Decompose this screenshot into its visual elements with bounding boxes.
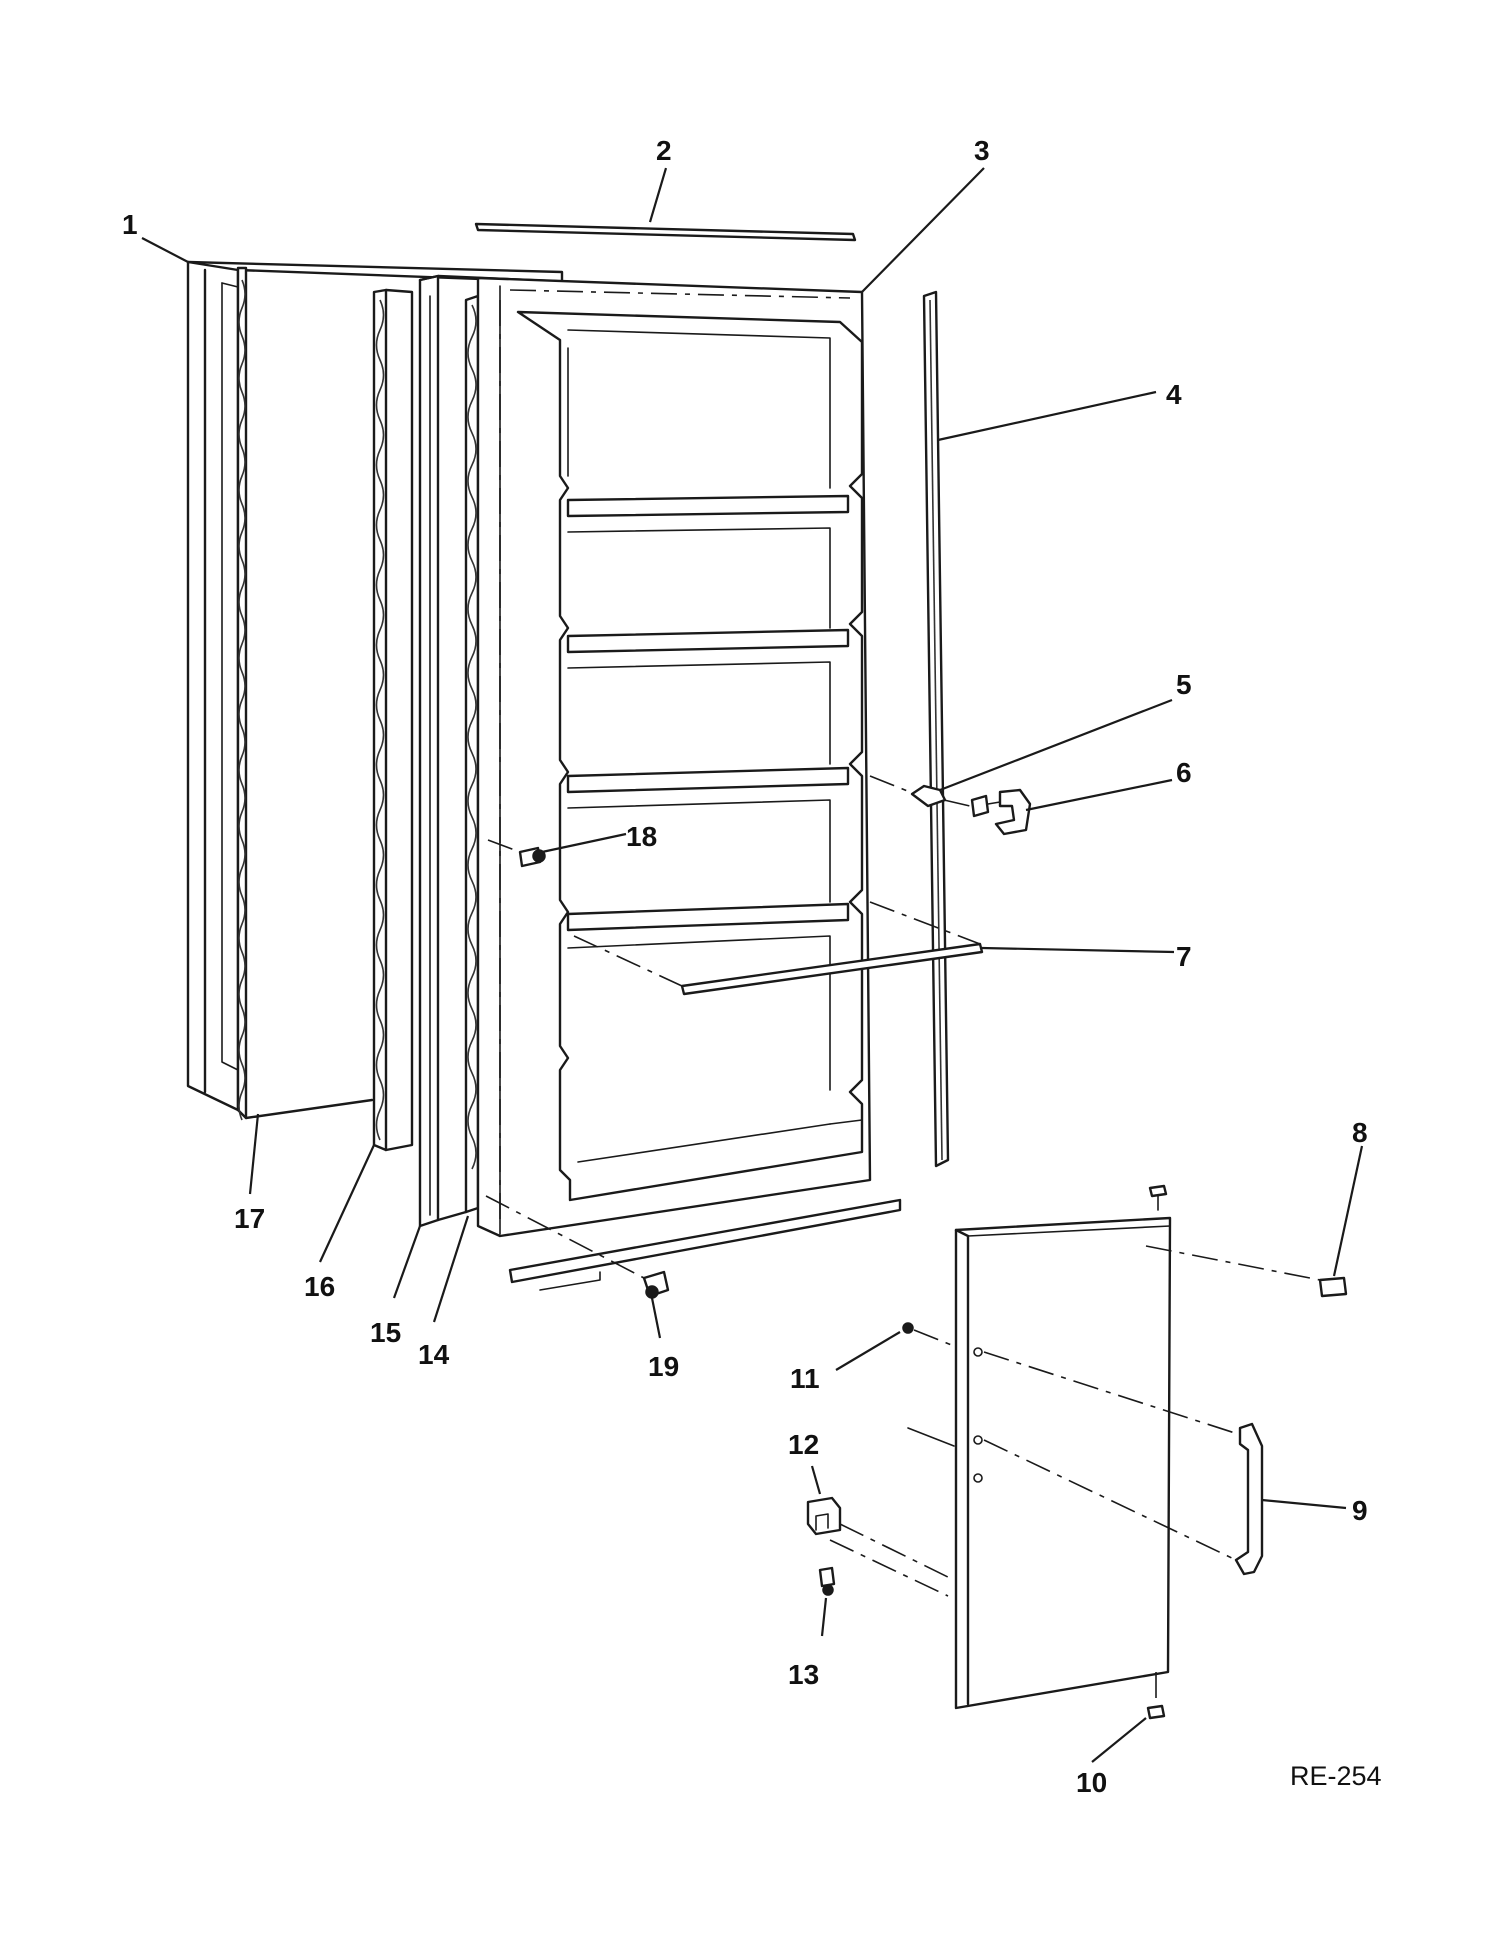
outer-door-panel [954,1216,1172,1710]
callout-13: 13 [788,1659,819,1690]
callout-16: 16 [304,1271,335,1302]
callout-labels: 1 2 3 4 5 6 7 8 9 10 11 12 13 14 15 16 1… [122,135,1368,1798]
part-12-bracket [806,1496,842,1536]
callout-14: 14 [418,1339,450,1370]
callout-12: 12 [788,1429,819,1460]
part-16-insulation-strip [372,288,414,1152]
callout-9: 9 [1352,1495,1368,1526]
bottom-trim [508,1198,902,1291]
callout-17: 17 [234,1203,265,1234]
part-14-inner-gasket [464,294,480,1214]
callout-4: 4 [1166,379,1182,410]
part-6-latch-assembly [970,788,1032,836]
callout-18: 18 [626,821,657,852]
callout-10: 10 [1076,1767,1107,1798]
part-17-insulation-panel [236,266,374,1121]
reference-code: RE-254 [1290,1761,1382,1791]
top-hinge-pin [1148,1184,1168,1211]
callout-7: 7 [1176,941,1192,972]
callout-19: 19 [648,1351,679,1382]
callout-6: 6 [1176,757,1192,788]
leader-lines [141,167,1364,1763]
part-5-latch-bracket [910,784,947,808]
callout-5: 5 [1176,669,1192,700]
callout-8: 8 [1352,1117,1368,1148]
part-9-door-handle [1234,1422,1264,1576]
part-19-screw [642,1270,670,1299]
callout-2: 2 [656,135,672,166]
part-13-screw [818,1566,836,1596]
part-8-cap [1318,1276,1348,1298]
part-18-screw [518,846,546,868]
callout-11: 11 [790,1363,820,1394]
part-10-hinge-pin [1146,1704,1166,1720]
part-7-shelf-bar [680,942,984,996]
part-2-top-trim [474,222,857,242]
callout-3: 3 [974,135,990,166]
part-3-door-liner [476,276,872,1238]
callout-15: 15 [370,1317,401,1348]
part-11-plug [902,1322,914,1334]
part-4-side-strip [922,290,950,1168]
callout-1: 1 [122,209,138,240]
